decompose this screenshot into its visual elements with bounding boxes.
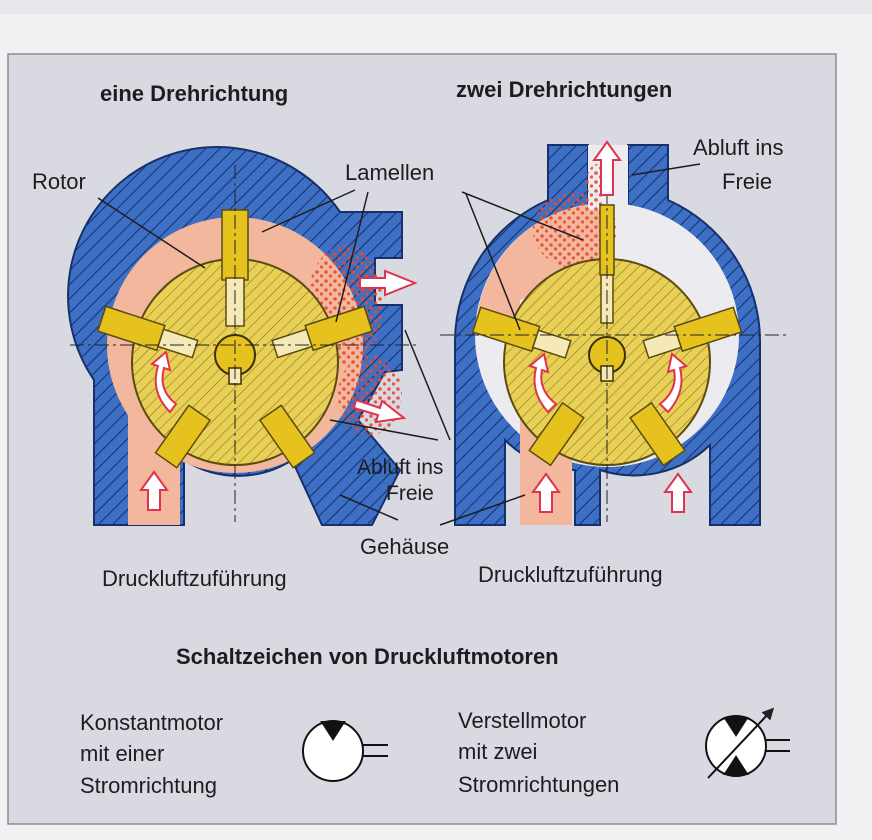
label-abluft-right-2: Freie [722,169,772,194]
leader-lamellen-4 [465,193,521,331]
symbol-right-line3: Stromrichtungen [458,772,619,797]
right-motor [440,140,790,526]
symbol-right-line1: Verstellmotor [458,708,586,733]
right-title: zwei Drehrichtungen [456,77,672,102]
symbols-heading: Schaltzeichen von Druckluftmotoren [176,644,559,669]
leader-gehaeuse-1 [339,494,399,521]
label-zufuehrung-right: Druckluftzuführung [478,562,663,587]
label-rotor: Rotor [32,169,86,194]
variable-motor-symbol [705,707,790,779]
leader-rotor [97,197,206,269]
constant-motor-symbol [302,720,388,782]
symbol-right-line2: mit zwei [458,739,537,764]
label-gehaeuse: Gehäuse [360,534,449,559]
left-exhaust-arrow-1 [359,269,418,297]
leader-lamellen-3 [461,191,584,241]
right-vanes [471,204,743,467]
label-lamellen: Lamellen [345,160,434,185]
label-abluft-left-1: Abluft ins [357,456,443,479]
left-flow-arrows [139,269,418,511]
leader-abluft-1 [404,329,451,441]
leader-lamellen-1 [261,189,356,233]
left-inlet-arrow [139,470,169,511]
right-exhaust-dots [533,192,617,268]
symbol-left-line3: Stromrichtung [80,773,217,798]
right-rotation-arrow-2 [658,352,688,414]
leader-lines [97,163,701,526]
right-flow-arrows [528,140,693,513]
left-title: eine Drehrichtung [100,81,288,106]
label-zufuehrung-left: Druckluftzuführung [102,566,287,591]
symbol-left-line1: Konstantmotor [80,710,223,735]
right-exhaust-arrow [592,140,622,196]
label-abluft-left-2: Freie [386,482,434,505]
leader-abluft-3 [631,163,701,176]
left-exhaust-arrow-2 [352,398,407,424]
right-inlet-arrow-2 [663,472,693,513]
right-inlet-arrow [531,472,561,513]
leader-abluft-2 [329,419,439,441]
leader-lamellen-2 [335,191,369,323]
left-rotation-arrow [150,350,178,414]
label-abluft-right-1: Abluft ins [693,135,784,160]
left-motor [67,146,420,526]
leader-gehaeuse-2 [439,494,526,526]
right-rotation-arrow-1 [528,352,558,414]
symbol-left-line2: mit einer [80,741,164,766]
